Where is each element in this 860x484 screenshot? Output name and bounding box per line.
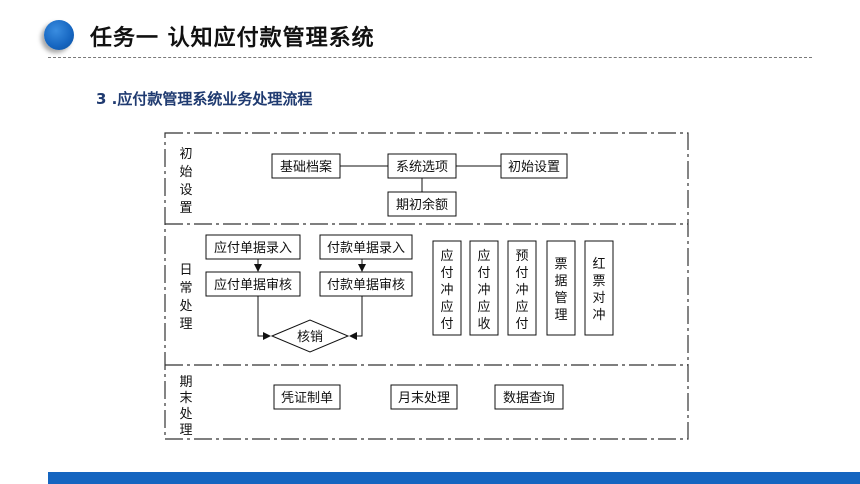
svg-text:凭证制单: 凭证制单 bbox=[281, 391, 333, 406]
node-month-end: 月末处理 bbox=[390, 384, 458, 410]
node-offset-payable: 应付冲应付 bbox=[432, 240, 462, 336]
section-label-period-end: 期末处理 bbox=[179, 375, 192, 438]
header-divider bbox=[48, 57, 812, 58]
svg-text:应付冲应收: 应付冲应收 bbox=[477, 248, 490, 332]
header-bullet-icon bbox=[44, 20, 74, 50]
node-red-reversal: 红票对冲 bbox=[584, 240, 614, 336]
svg-text:应付冲应付: 应付冲应付 bbox=[440, 248, 453, 332]
svg-text:票据管理: 票据管理 bbox=[554, 257, 567, 323]
svg-text:核销: 核销 bbox=[297, 330, 323, 345]
node-data-query: 数据查询 bbox=[494, 384, 564, 410]
svg-text:月末处理: 月末处理 bbox=[398, 391, 450, 406]
svg-text:数据查询: 数据查询 bbox=[503, 391, 555, 406]
section-label-setup: 初始设置 bbox=[179, 147, 192, 216]
footer-accent-bar bbox=[48, 472, 860, 484]
svg-text:系统选项: 系统选项 bbox=[396, 160, 448, 175]
node-offset-receivable: 应付冲应收 bbox=[469, 240, 499, 336]
section-label-daily: 日常处理 bbox=[179, 263, 192, 332]
svg-text:付款单据录入: 付款单据录入 bbox=[327, 241, 405, 256]
flow-arrow bbox=[349, 296, 363, 340]
node-payable-review: 应付单据审核 bbox=[205, 271, 301, 297]
diagram-frame bbox=[164, 132, 689, 440]
svg-text:红票对冲: 红票对冲 bbox=[592, 256, 605, 323]
node-base-archive: 基础档案 bbox=[271, 153, 341, 179]
section-heading: 3 .应付款管理系统业务处理流程 bbox=[96, 90, 313, 108]
node-payment-review: 付款单据审核 bbox=[319, 271, 413, 297]
node-payment-entry: 付款单据录入 bbox=[319, 234, 413, 260]
svg-text:预付冲应付: 预付冲应付 bbox=[515, 249, 528, 332]
flow-arrow bbox=[257, 296, 271, 340]
node-voucher: 凭证制单 bbox=[273, 384, 341, 410]
svg-text:基础档案: 基础档案 bbox=[280, 160, 332, 175]
page-title: 任务一 认知应付款管理系统 bbox=[90, 26, 375, 51]
svg-text:应付单据审核: 应付单据审核 bbox=[214, 277, 292, 293]
node-verification: 核销 bbox=[270, 319, 350, 353]
node-prepaid-offset: 预付冲应付 bbox=[507, 240, 537, 336]
node-opening-balance: 期初余额 bbox=[387, 191, 457, 217]
svg-text:应付单据录入: 应付单据录入 bbox=[214, 240, 292, 256]
svg-text:付款单据审核: 付款单据审核 bbox=[327, 278, 405, 293]
node-initial-setup: 初始设置 bbox=[500, 153, 568, 179]
node-bill-management: 票据管理 bbox=[546, 240, 576, 336]
svg-text:初始设置: 初始设置 bbox=[508, 160, 560, 175]
node-payable-entry: 应付单据录入 bbox=[205, 234, 301, 260]
node-system-options: 系统选项 bbox=[387, 153, 457, 179]
svg-text:期初余额: 期初余额 bbox=[396, 197, 448, 213]
